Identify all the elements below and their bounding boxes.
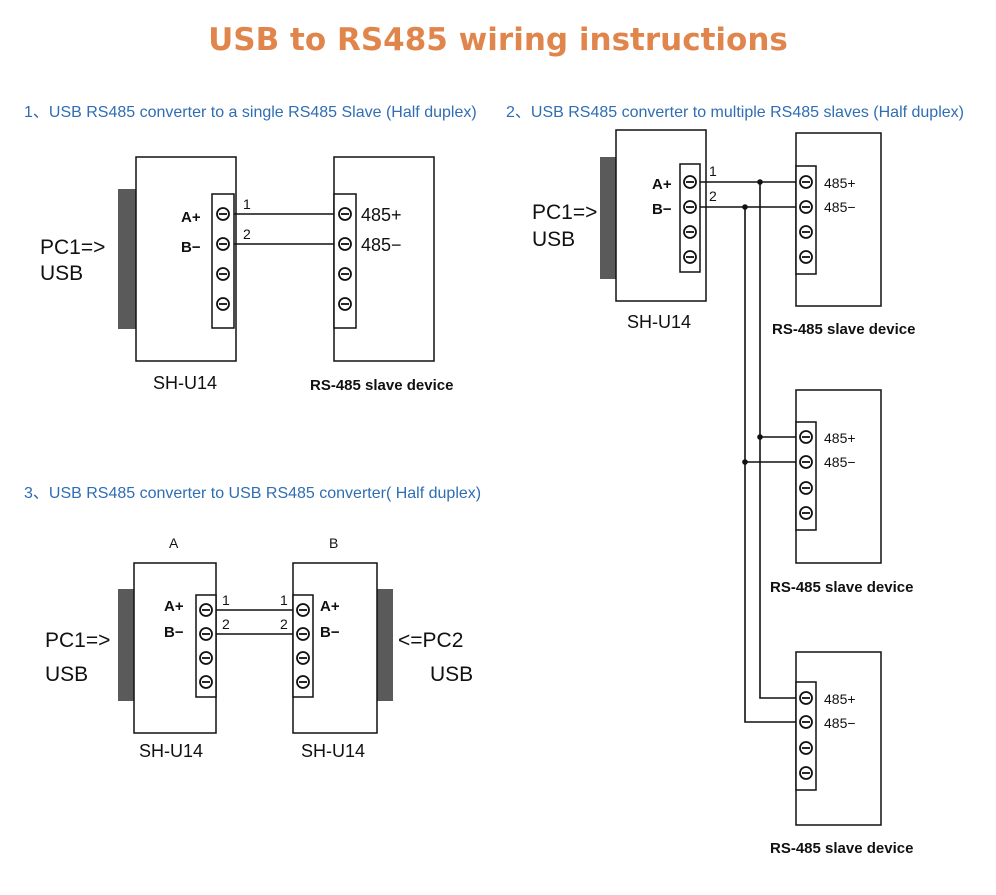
slave-device-label: RS-485 slave device (772, 321, 915, 338)
converter-terminal-block (211, 193, 235, 329)
slave-terminal-block (795, 421, 817, 531)
terminal-b-minus-label: B− (320, 624, 340, 641)
screw-icon (799, 766, 813, 780)
terminal-485-minus-label: 485− (824, 454, 856, 470)
bus-junction-dots (742, 179, 763, 465)
side-b-label: B (329, 535, 338, 551)
screw-icon (683, 225, 697, 239)
terminal-485-plus-label: 485+ (824, 691, 856, 707)
screw-icon (683, 200, 697, 214)
terminal-a-plus-label: A+ (320, 598, 340, 615)
screw-icon (296, 675, 310, 689)
screw-icon (799, 225, 813, 239)
screw-icon (799, 455, 813, 469)
terminal-485-plus-label: 485+ (824, 175, 856, 191)
screw-icon (799, 250, 813, 264)
section-2-heading: 2、USB RS485 converter to multiple RS485 … (506, 104, 964, 121)
rs485-bus-wires (700, 181, 796, 723)
slave-device-label: RS-485 slave device (770, 579, 913, 596)
terminal-a-plus-label: A+ (181, 209, 201, 226)
wire-2-label-a: 2 (222, 616, 230, 632)
converter-box (135, 156, 237, 362)
screw-icon (338, 267, 352, 281)
usb-label: USB (40, 262, 83, 285)
converter-name-label: SH-U14 (627, 312, 691, 332)
screw-icon (683, 175, 697, 189)
terminal-b-minus-label: B− (181, 239, 201, 256)
wire-1-label: 1 (243, 196, 251, 212)
wire-2-label: 2 (243, 226, 251, 242)
screw-icon (799, 741, 813, 755)
section-1-heading: 1、USB RS485 converter to a single RS485 … (24, 104, 477, 121)
terminal-485-plus-label: 485+ (361, 205, 402, 225)
slave-terminal-block (795, 681, 817, 791)
screw-icon (338, 207, 352, 221)
usb-port-icon (377, 589, 393, 701)
screw-icon (799, 715, 813, 729)
wire-2-label: 2 (709, 188, 717, 204)
usb-port-icon (118, 189, 136, 329)
screw-icon (799, 200, 813, 214)
usb-label: USB (430, 663, 473, 686)
usb-port-icon (600, 157, 616, 279)
wire-1-label: 1 (709, 163, 717, 179)
screw-icon (296, 651, 310, 665)
screw-icon (199, 651, 213, 665)
terminal-485-minus-label: 485− (824, 715, 856, 731)
usb-port-icon (118, 589, 134, 701)
screw-icon (338, 237, 352, 251)
screw-icon (799, 175, 813, 189)
converter-a-terminal-block (195, 594, 217, 698)
converter-a-name-label: SH-U14 (139, 741, 203, 761)
terminal-a-plus-label: A+ (164, 598, 184, 615)
terminal-a-plus-label: A+ (652, 176, 672, 193)
pc1-label: PC1=> (40, 236, 105, 259)
screw-icon (799, 430, 813, 444)
usb-label: USB (532, 228, 575, 251)
usb-label: USB (45, 663, 88, 686)
screw-icon (216, 207, 230, 221)
wire-2-label-b: 2 (280, 616, 288, 632)
converter-b-terminal-block (292, 594, 314, 698)
page-title: USB to RS485 wiring instructions (208, 22, 788, 58)
converter-b-name-label: SH-U14 (301, 741, 365, 761)
screw-icon (683, 250, 697, 264)
screw-icon (338, 297, 352, 311)
wire-1-label-a: 1 (222, 592, 230, 608)
converter-box (615, 129, 707, 302)
screw-icon (199, 603, 213, 617)
terminal-485-plus-label: 485+ (824, 430, 856, 446)
diagram-3-converter-to-converter: A+ B− A PC1=> USB SH-U14 A+ B− B <=PC2 U… (45, 535, 473, 761)
screw-icon (296, 627, 310, 641)
diagram-1-single-slave: A+ B− PC1=> USB SH-U14 485+ 485− RS-485 … (40, 156, 453, 394)
terminal-485-minus-label: 485− (824, 199, 856, 215)
slave-device-label: RS-485 slave device (770, 840, 913, 857)
screw-icon (216, 297, 230, 311)
terminal-b-minus-label: B− (652, 201, 672, 218)
screw-icon (799, 691, 813, 705)
diagram-2-multiple-slaves: A+ B− PC1=> USB SH-U14 1 2 485+ 485− RS-… (532, 129, 915, 857)
pc2-label: <=PC2 (398, 629, 463, 652)
screw-icon (799, 506, 813, 520)
screw-icon (296, 603, 310, 617)
screw-icon (216, 237, 230, 251)
converter-terminal-block (679, 163, 701, 273)
terminal-b-minus-label: B− (164, 624, 184, 641)
slave-terminal-block (333, 193, 357, 329)
pc1-label: PC1=> (45, 629, 110, 652)
converter-name-label: SH-U14 (153, 373, 217, 393)
screw-icon (799, 481, 813, 495)
section-3-heading: 3、USB RS485 converter to USB RS485 conve… (24, 485, 482, 502)
pc1-label: PC1=> (532, 201, 597, 224)
screw-icon (199, 675, 213, 689)
slave-device-label: RS-485 slave device (310, 377, 453, 394)
slave-terminal-block (795, 165, 817, 275)
screw-icon (199, 627, 213, 641)
wire-1-label-b: 1 (280, 592, 288, 608)
terminal-485-minus-label: 485− (361, 235, 402, 255)
screw-icon (216, 267, 230, 281)
side-a-label: A (169, 535, 179, 551)
